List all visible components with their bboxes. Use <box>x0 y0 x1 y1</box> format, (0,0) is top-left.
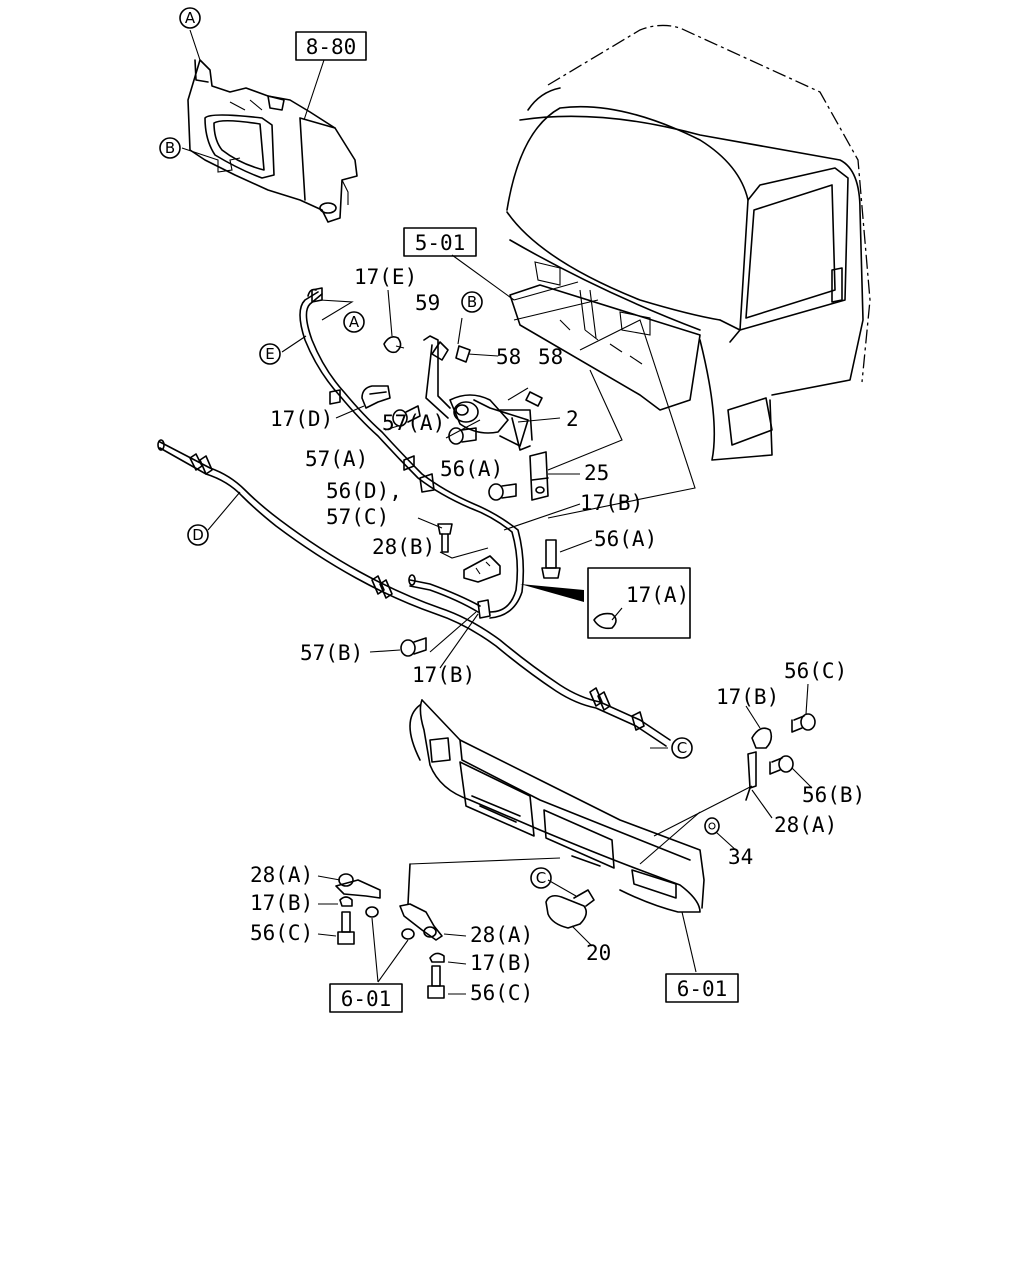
ref-box-6-01-left[interactable]: 6-01 <box>329 983 403 1013</box>
label-57a-lower: 57(A) <box>305 447 368 471</box>
svg-text:6-01: 6-01 <box>341 987 392 1011</box>
marker-e-hose: E <box>259 343 281 365</box>
svg-text:C: C <box>536 869 546 887</box>
clamp-17b-center <box>429 952 445 963</box>
svg-text:E: E <box>265 345 274 363</box>
washer-tank-drawing <box>187 59 358 223</box>
svg-text:B: B <box>165 139 175 157</box>
label-17a: 17(A) <box>626 583 689 607</box>
label-17b-center: 17(B) <box>470 951 533 975</box>
hose-d <box>157 439 671 747</box>
svg-text:6-01: 6-01 <box>677 977 728 1001</box>
front-bumper <box>409 699 705 913</box>
label-20: 20 <box>586 941 611 965</box>
bracket-28b <box>463 555 501 583</box>
label-2: 2 <box>566 407 579 431</box>
svg-text:D: D <box>192 526 204 544</box>
clamp-17b-right <box>751 727 773 749</box>
label-28a-left: 28(A) <box>250 863 313 887</box>
label-56c-right: 56(C) <box>784 659 847 683</box>
label-57c: 57(C) <box>326 505 389 529</box>
washer-pump-assembly <box>423 317 561 451</box>
marker-d-hose: D <box>187 524 209 546</box>
bolt-56b <box>769 755 794 775</box>
svg-text:5-01: 5-01 <box>415 231 466 255</box>
detail-box-17a <box>520 567 691 639</box>
marker-c-bumper: C <box>530 867 552 889</box>
ref-box-5-01[interactable]: 5-01 <box>403 227 477 257</box>
bracket-25 <box>529 451 549 501</box>
label-28a-center: 28(A) <box>470 923 533 947</box>
bolt-56a-upper <box>488 483 517 501</box>
bolt-56a-lower <box>541 539 561 579</box>
label-57b: 57(B) <box>300 641 363 665</box>
bracket-28a-center <box>399 863 443 941</box>
label-17b-upper: 17(B) <box>580 491 643 515</box>
label-25: 25 <box>584 461 609 485</box>
hose-e <box>299 287 525 619</box>
nut-34 <box>704 817 720 835</box>
label-59: 59 <box>415 291 440 315</box>
clamp-17d <box>361 385 391 409</box>
nozzle-20 <box>545 889 595 929</box>
marker-c-right: C <box>671 737 693 759</box>
marker-a-hose: A <box>343 311 365 333</box>
svg-text:A: A <box>185 9 196 27</box>
label-56a-upper: 56(A) <box>440 457 503 481</box>
truck-cab-drawing <box>506 24 871 461</box>
bolt-57a-upper <box>392 405 421 427</box>
clip-17e <box>383 336 405 354</box>
label-17b-middle: 17(B) <box>412 663 475 687</box>
bolt-56c-center <box>427 965 445 999</box>
ref-box-6-01-right[interactable]: 6-01 <box>665 973 739 1003</box>
svg-text:A: A <box>349 313 360 331</box>
svg-text:B: B <box>467 293 477 311</box>
label-17b-right: 17(B) <box>716 685 779 709</box>
label-28a-right: 28(A) <box>774 813 837 837</box>
svg-text:8-80: 8-80 <box>306 35 357 59</box>
marker-b-bracket: B <box>461 291 483 313</box>
label-17b-left: 17(B) <box>250 891 313 915</box>
label-17d: 17(D) <box>270 407 333 431</box>
label-28b: 28(B) <box>372 535 435 559</box>
label-58-b: 58 <box>538 345 563 369</box>
label-57a-upper: 57(A) <box>382 411 445 435</box>
label-56c-center: 56(C) <box>470 981 533 1005</box>
label-56c-left: 56(C) <box>250 921 313 945</box>
ref-box-8-80[interactable]: 8-80 <box>295 31 367 61</box>
clamp-17b-left <box>339 896 353 907</box>
bracket-28a-right <box>745 751 757 801</box>
bolt-57c <box>437 523 453 553</box>
bolt-57b <box>400 637 427 657</box>
bolt-56c-right <box>791 713 816 733</box>
svg-text:C: C <box>677 739 687 757</box>
label-58-a: 58 <box>496 345 521 369</box>
bracket-28a-left <box>335 873 381 899</box>
marker-b-top: B <box>159 137 181 159</box>
label-56a-lower: 56(A) <box>594 527 657 551</box>
marker-a-top: A <box>179 7 201 29</box>
label-17e: 17(E) <box>354 265 417 289</box>
bolt-56c-left <box>337 911 355 945</box>
label-56d: 56(D), <box>326 479 402 503</box>
label-56b: 56(B) <box>802 783 865 807</box>
label-34: 34 <box>728 845 753 869</box>
